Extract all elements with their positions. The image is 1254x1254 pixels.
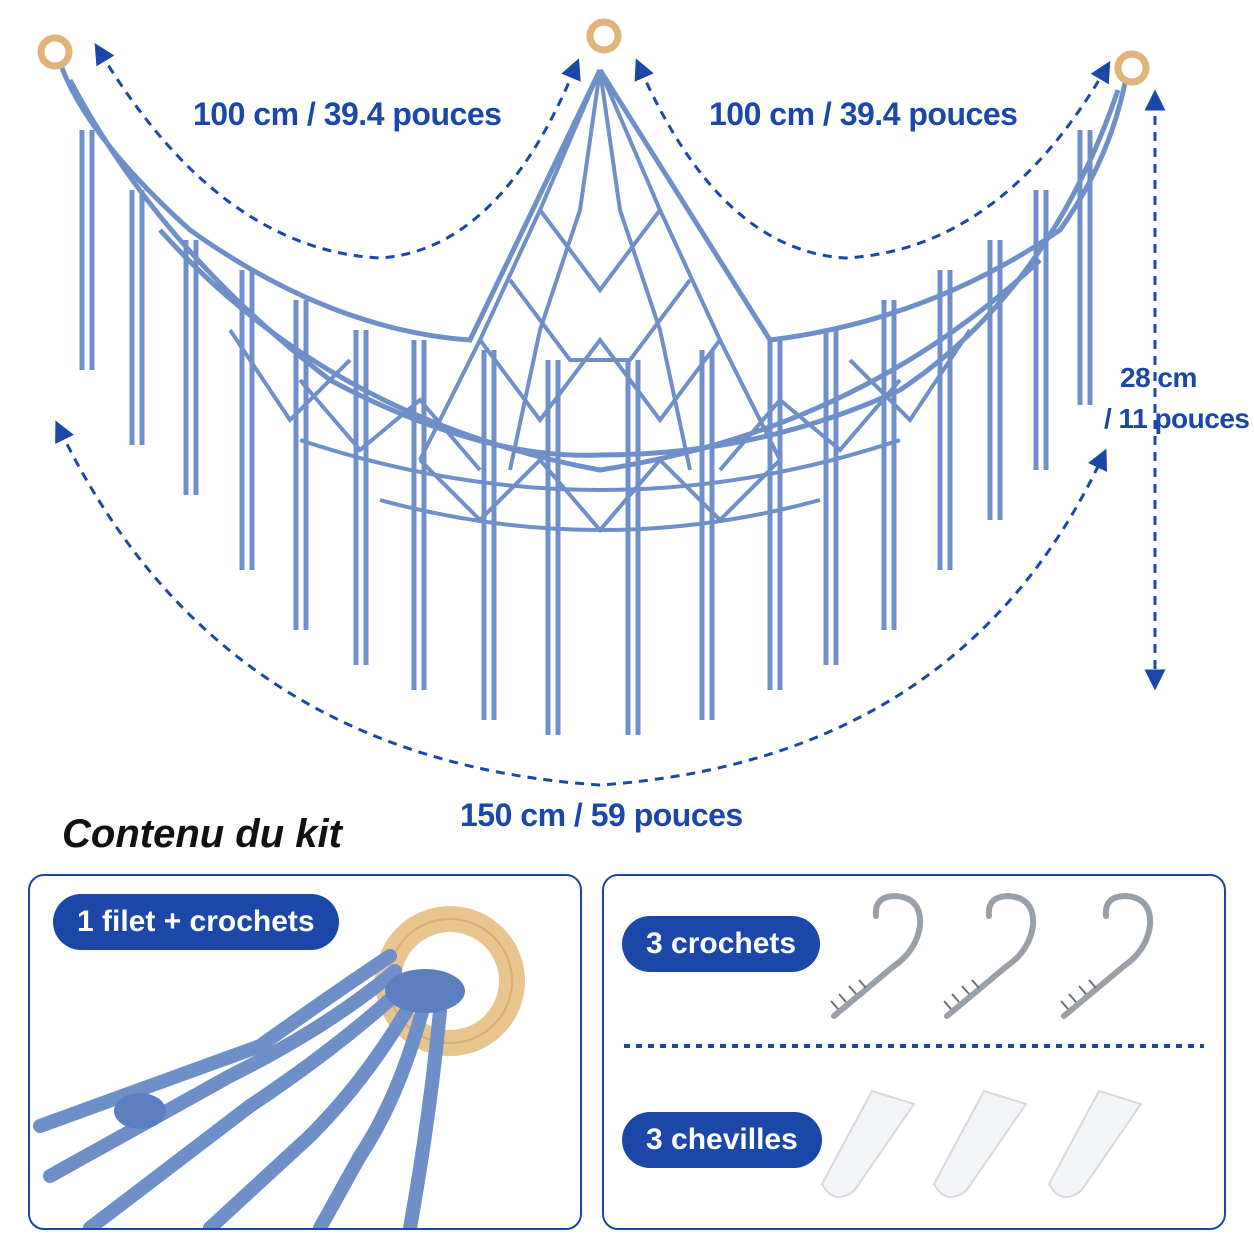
wooden-ring-icon — [37, 18, 1150, 86]
left-span-arrow — [94, 43, 581, 260]
dimension-arrows — [55, 43, 1166, 787]
bottom-span-label: 150 cm / 59 pouces — [460, 797, 743, 833]
right-span-arrow — [634, 58, 1111, 260]
height-label-line2: / 11 pouces — [1104, 403, 1250, 434]
item-hooks-pill: 3 crochets — [622, 916, 821, 972]
item-net-pill: 1 filet + crochets — [53, 894, 339, 950]
left-span-label: 100 cm / 39.4 pouces — [193, 96, 502, 132]
net-mesh — [228, 69, 972, 534]
height-label-line1: 28 cm — [1120, 362, 1197, 393]
hardware-panel: 3 crochets 3 chevilles — [602, 874, 1226, 1230]
right-span-label: 100 cm / 39.4 pouces — [709, 96, 1018, 132]
fringes — [79, 130, 1093, 735]
net-panel: 1 filet + crochets — [28, 874, 582, 1230]
net-illustration — [37, 18, 1166, 787]
bottom-span-arrow — [55, 420, 1108, 787]
ring-closeup — [33, 906, 525, 1228]
screw-hook-icon — [831, 892, 1154, 1019]
hardware-art — [624, 892, 1204, 1199]
wall-anchor-icon — [820, 1089, 1143, 1199]
kit-title: Contenu du kit — [62, 812, 342, 856]
item-anchors-pill: 3 chevilles — [622, 1112, 822, 1168]
